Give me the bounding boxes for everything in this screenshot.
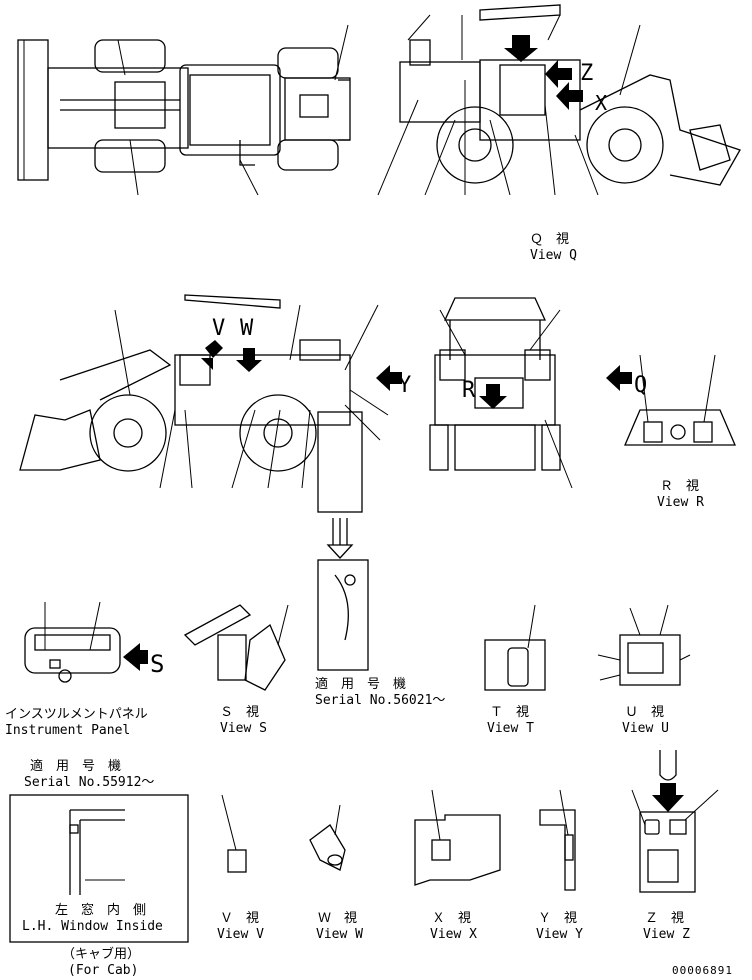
serial-left-jp: 適 用 号 機 xyxy=(30,758,121,774)
view-t-jp: Ｔ 視 xyxy=(490,705,529,720)
serial-center-jp: 適 用 号 機 xyxy=(315,676,406,692)
view-t-en: View T xyxy=(487,721,534,736)
view-q-en: View Q xyxy=(530,248,577,263)
view-v-jp: Ｖ 視 xyxy=(220,911,259,926)
instrument-panel-detail xyxy=(24,601,148,683)
side-view-left xyxy=(19,294,402,559)
arrow-letter-v: V xyxy=(212,316,225,341)
view-x-en: View X xyxy=(430,927,477,942)
view-z-jp: Ｚ 視 xyxy=(645,911,684,926)
arrow-letter-z: Z xyxy=(580,61,593,86)
view-y-detail xyxy=(539,789,576,891)
instrument-panel-jp: インスツルメントパネル xyxy=(5,707,148,722)
view-u-detail xyxy=(597,604,691,686)
arrow-letter-x: X xyxy=(595,91,607,115)
arrow-letter-u: U xyxy=(660,744,661,746)
view-v-detail xyxy=(221,794,247,873)
for-cab-en: (For Cab) xyxy=(68,963,138,978)
view-w-detail xyxy=(309,804,346,871)
window-inside-detail xyxy=(9,794,189,943)
window-inside-jp: 左 窓 内 側 xyxy=(55,902,146,918)
view-z-en: View Z xyxy=(643,927,690,942)
view-r-detail xyxy=(624,354,736,446)
drawing-number: 00006891 xyxy=(672,964,733,977)
arrow-letter-q: Q xyxy=(634,373,647,398)
view-x-detail xyxy=(414,789,501,886)
window-inside-en: L.H. Window Inside xyxy=(22,919,163,934)
view-x-jp: Ｘ 視 xyxy=(432,911,471,926)
serial-left-en: Serial No.55912～ xyxy=(24,775,154,790)
view-y-jp: Ｙ 視 xyxy=(538,911,577,926)
view-r-jp: Ｒ 視 xyxy=(660,479,699,494)
arrow-letter-r: R xyxy=(462,378,476,403)
rear-view xyxy=(429,297,632,489)
arrow-letter-w: W xyxy=(240,316,254,341)
for-cab-jp: （キャブ用） xyxy=(62,946,140,962)
view-t-detail xyxy=(484,604,546,691)
view-w-jp: Ｗ 視 xyxy=(318,911,357,926)
top-plan-view xyxy=(17,24,351,196)
side-view-right xyxy=(377,4,741,196)
view-y-en: View Y xyxy=(536,927,583,942)
instrument-panel-en: Instrument Panel xyxy=(5,723,130,738)
view-z-detail xyxy=(631,750,719,893)
view-u-en: View U xyxy=(622,721,669,736)
serial-center-en: Serial No.56021～ xyxy=(315,693,445,708)
view-s-en: View S xyxy=(220,721,267,736)
view-w-en: View W xyxy=(316,927,363,942)
serial-detail xyxy=(317,559,369,671)
arrow-letter-y: Y xyxy=(398,373,411,398)
view-s-detail xyxy=(183,604,289,691)
view-r-en: View R xyxy=(657,495,704,510)
view-s-jp: Ｓ 視 xyxy=(220,705,259,720)
view-u-jp: Ｕ 視 xyxy=(625,705,664,720)
arrow-letter-s: S xyxy=(150,650,164,678)
view-v-en: View V xyxy=(217,927,264,942)
view-q-jp: Ｑ 視 xyxy=(530,232,569,247)
